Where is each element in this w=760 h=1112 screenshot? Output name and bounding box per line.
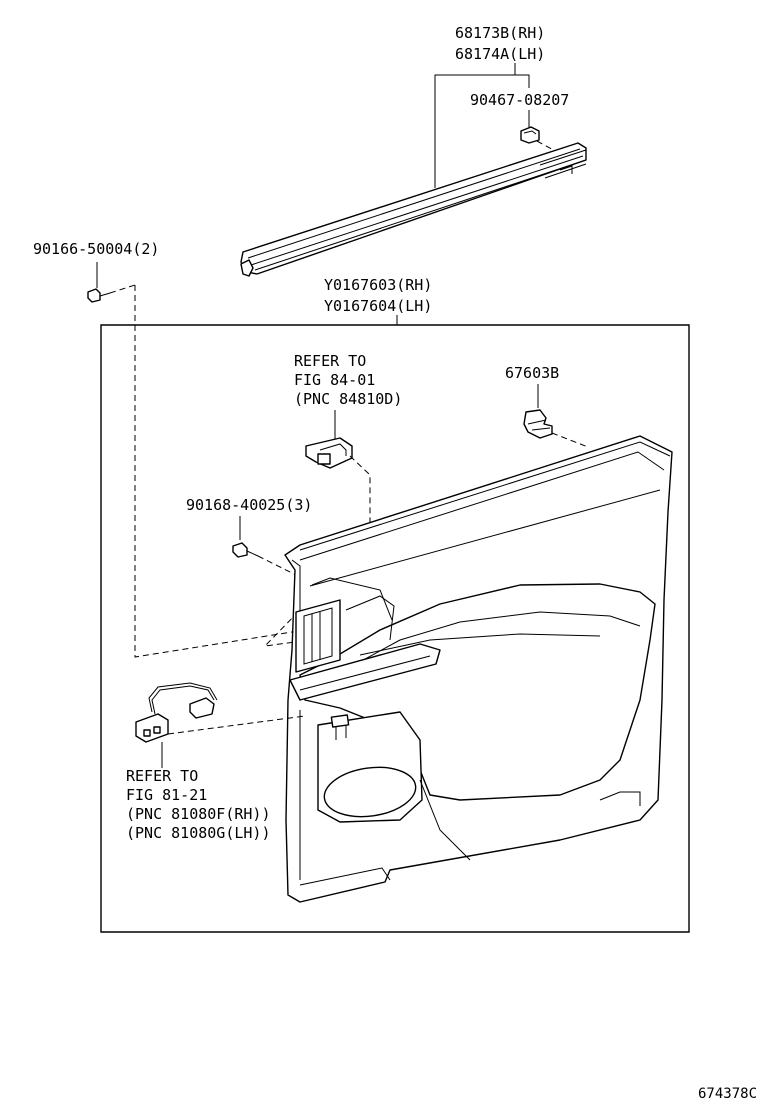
refer1-line3[interactable]: (PNC 84810D): [294, 390, 402, 408]
switch-dash-line: [167, 715, 306, 735]
label-molding-lh[interactable]: 68174A(LH): [455, 45, 545, 63]
clip-part-icon: [520, 126, 540, 144]
switch-harness-icon: [135, 682, 218, 743]
label-clip-part[interactable]: 90467-08207: [470, 91, 569, 109]
refer2-line1[interactable]: REFER TO: [126, 767, 198, 785]
label-panel-lh[interactable]: Y0167604(LH): [324, 297, 432, 315]
refer2-line3[interactable]: (PNC 81080F(RH)): [126, 805, 271, 823]
fastener-dash-line: [551, 432, 589, 448]
screw-dash-1: [109, 284, 136, 294]
figure-code: 674378C: [698, 1086, 757, 1102]
label-molding-rh[interactable]: 68173B(RH): [455, 24, 545, 42]
screw2-icon: [232, 542, 259, 558]
refer1-line1[interactable]: REFER TO: [294, 352, 366, 370]
handle-bracket-icon: [305, 437, 353, 469]
refer2-line4[interactable]: (PNC 81080G(LH)): [126, 824, 271, 842]
label-screw2-part[interactable]: 90168-40025(3): [186, 496, 312, 514]
door-trim-panel: [284, 435, 673, 903]
fastener-icon: [523, 409, 553, 439]
screw2-dash-line: [257, 555, 341, 647]
label-fastener-part[interactable]: 67603B: [505, 364, 559, 382]
label-screw-part[interactable]: 90166-50004(2): [33, 240, 159, 258]
molding-leader: [434, 63, 530, 188]
label-panel-rh[interactable]: Y0167603(RH): [324, 276, 432, 294]
refer2-line2[interactable]: FIG 81-21: [126, 786, 207, 804]
belt-molding-icon: [240, 142, 587, 277]
screw-icon: [87, 288, 111, 303]
clip-dash-line: [536, 140, 558, 153]
refer1-line2[interactable]: FIG 84-01: [294, 371, 375, 389]
assembly-frame: [100, 324, 690, 933]
